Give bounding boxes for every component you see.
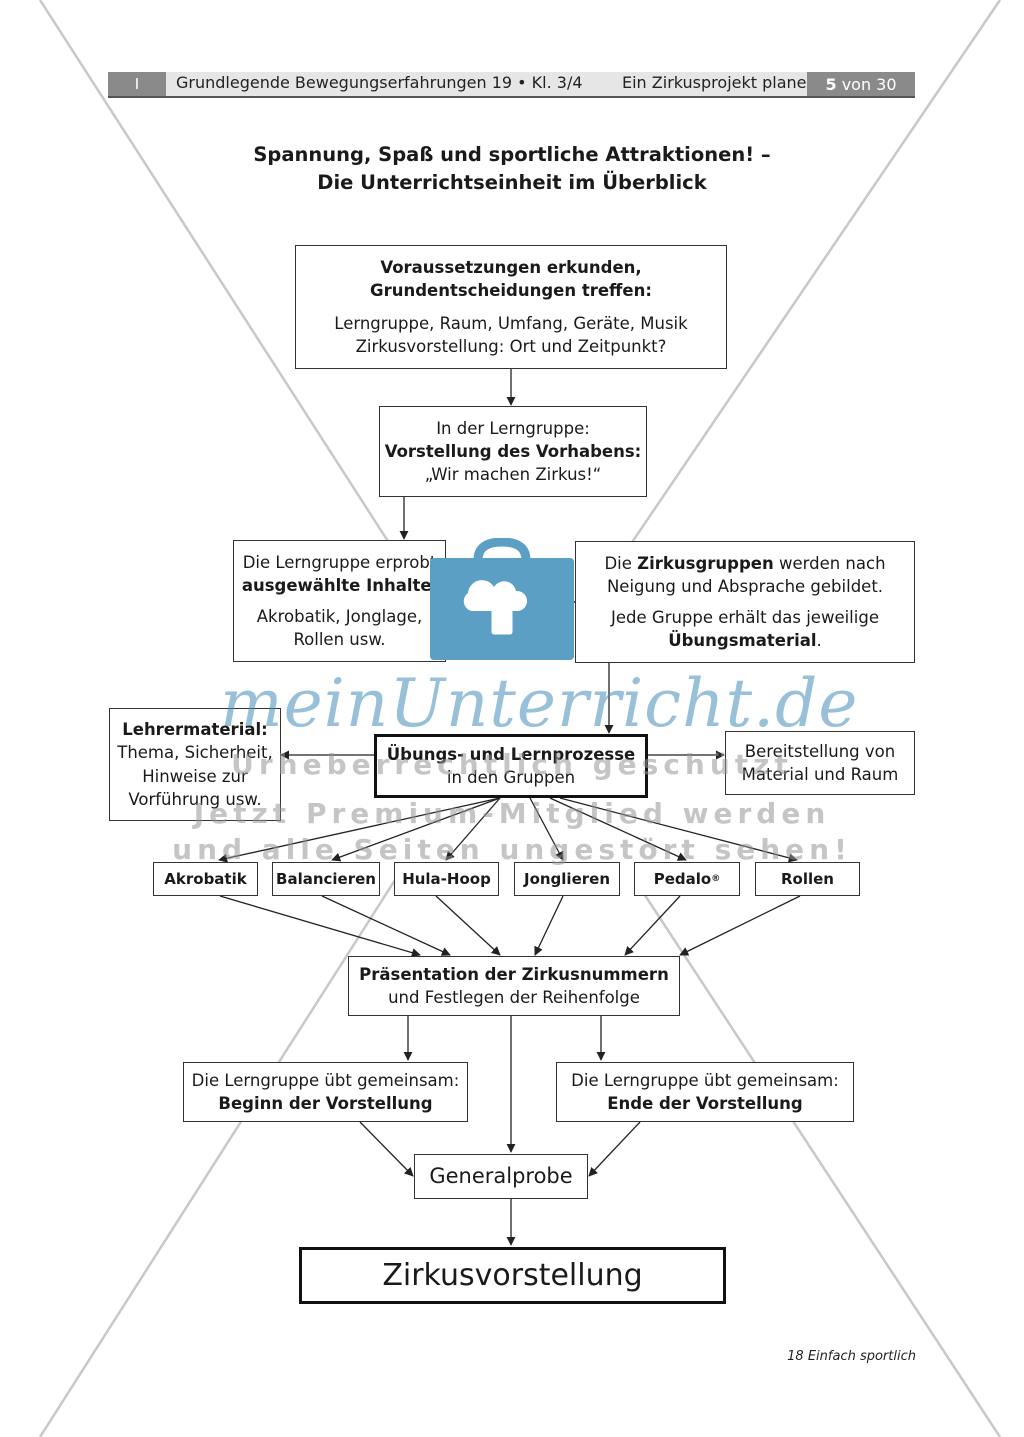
groups-line3: Jede Gruppe erhält das jeweilige [611,608,879,627]
category-pedalo: Pedalo® [634,862,740,896]
introduction-bold: Vorstellung des Vorhabens: [384,441,642,461]
header-topic: Ein Zirkusprojekt planen [622,73,817,92]
introduction-quote: „Wir machen Zirkus!“ [424,465,602,485]
groups-bold2: Übungsmaterial [668,631,817,651]
end-bold: Ende der Vorstellung [607,1094,803,1113]
teacher-material-bold: Lehrermaterial: [122,720,268,740]
footer-series: 18 Einfach sportlich [787,1349,916,1364]
groups-post2: . [816,631,822,651]
page-indicator: 5 von 30 [807,72,915,96]
header-bar [108,72,915,98]
category-jonglieren: Jonglieren [514,862,620,896]
end-line1: Die Lerngruppe übt gemeinsam: [571,1070,839,1090]
groups-box: Die Zirkusgruppen werden nach Neigung un… [575,541,915,663]
presentation-box: Präsentation der Zirkusnummern und Festl… [348,956,680,1016]
provision-line2: Material und Raum [741,765,899,784]
watermark-brand: meinUnterricht.de [220,665,859,742]
provision-box: Bereitstellung von Material und Raum [725,731,915,795]
tryout-box: Die Lerngruppe erprobt ausgewählte Inhal… [233,540,446,662]
introduction-line1: In der Lerngruppe: [436,418,590,438]
teacher-material-line4: Vorführung usw. [128,789,262,809]
watermark-line1: Urheberrechtlich geschützt [231,748,793,781]
introduction-box: In der Lerngruppe: Vorstellung des Vorha… [379,406,647,497]
show-box: Zirkusvorstellung [299,1247,726,1304]
briefcase-cloud-icon [428,537,576,666]
presentation-bold: Präsentation der Zirkusnummern [359,964,669,984]
category-balancieren: Balancieren [272,862,380,896]
tryout-line1: Die Lerngruppe erprobt [242,552,437,572]
teacher-material-line2: Thema, Sicherheit, [117,743,273,763]
begin-bold: Beginn der Vorstellung [218,1094,433,1113]
presentation-line2: und Festlegen der Reihenfolge [388,988,640,1007]
page-title-line1: Spannung, Spaß und sportliche Attraktion… [253,143,771,166]
groups-bold1: Zirkusgruppen [637,553,774,573]
groups-line2: Neigung und Absprache gebildet. [606,576,884,596]
teacher-material-box: Lehrermaterial: Thema, Sicherheit, Hinwe… [109,708,281,821]
section-marker: I [108,72,166,96]
prerequisites-box: Voraussetzungen erkunden, Grundentscheid… [295,245,727,369]
provision-line1: Bereitstellung von [744,741,896,761]
prerequisites-line1: Lerngruppe, Raum, Umfang, Geräte, Musik [334,314,688,333]
tryout-line3: Akrobatik, Jonglage, [256,607,423,626]
page-title-line2: Die Unterrichtseinheit im Überblick [317,171,707,194]
category-hula-hoop: Hula-Hoop [394,862,499,896]
watermark-line3: und alle Seiten ungestört sehen! [172,833,852,866]
groups-post1: werden nach [773,553,886,573]
practice-line2: in den Gruppen [446,768,576,787]
header-series: Grundlegende Bewegungserfahrungen 19 • K… [176,73,583,92]
practice-box: Übungs- und Lernprozesse in den Gruppen [374,734,648,798]
begin-box: Die Lerngruppe übt gemeinsam: Beginn der… [183,1062,468,1122]
practice-bold: Übungs- und Lernprozesse [386,744,636,764]
page-number: 5 [825,74,837,94]
page-total: von 30 [841,74,897,94]
registered-mark: ® [711,874,721,884]
end-box: Die Lerngruppe übt gemeinsam: Ende der V… [556,1062,854,1122]
category-akrobatik: Akrobatik [153,862,258,896]
rehearsal-box: Generalprobe [414,1154,588,1199]
tryout-line4: Rollen usw. [293,630,386,650]
category-pedalo-label: Pedalo [653,870,712,888]
groups-pre: Die [604,553,638,573]
tryout-bold: ausgewählte Inhalte [241,575,432,595]
prerequisites-title-1: Voraussetzungen erkunden, [380,257,642,277]
prerequisites-title-2: Grundentscheidungen treffen: [370,280,652,300]
begin-line1: Die Lerngruppe übt gemeinsam: [191,1070,460,1090]
watermark-line2: Jetzt Premium-Mitglied werden [193,797,831,830]
category-rollen: Rollen [755,862,860,896]
teacher-material-line3: Hinweise zur [142,766,248,786]
prerequisites-line2: Zirkusvorstellung: Ort und Zeitpunkt? [355,337,667,357]
